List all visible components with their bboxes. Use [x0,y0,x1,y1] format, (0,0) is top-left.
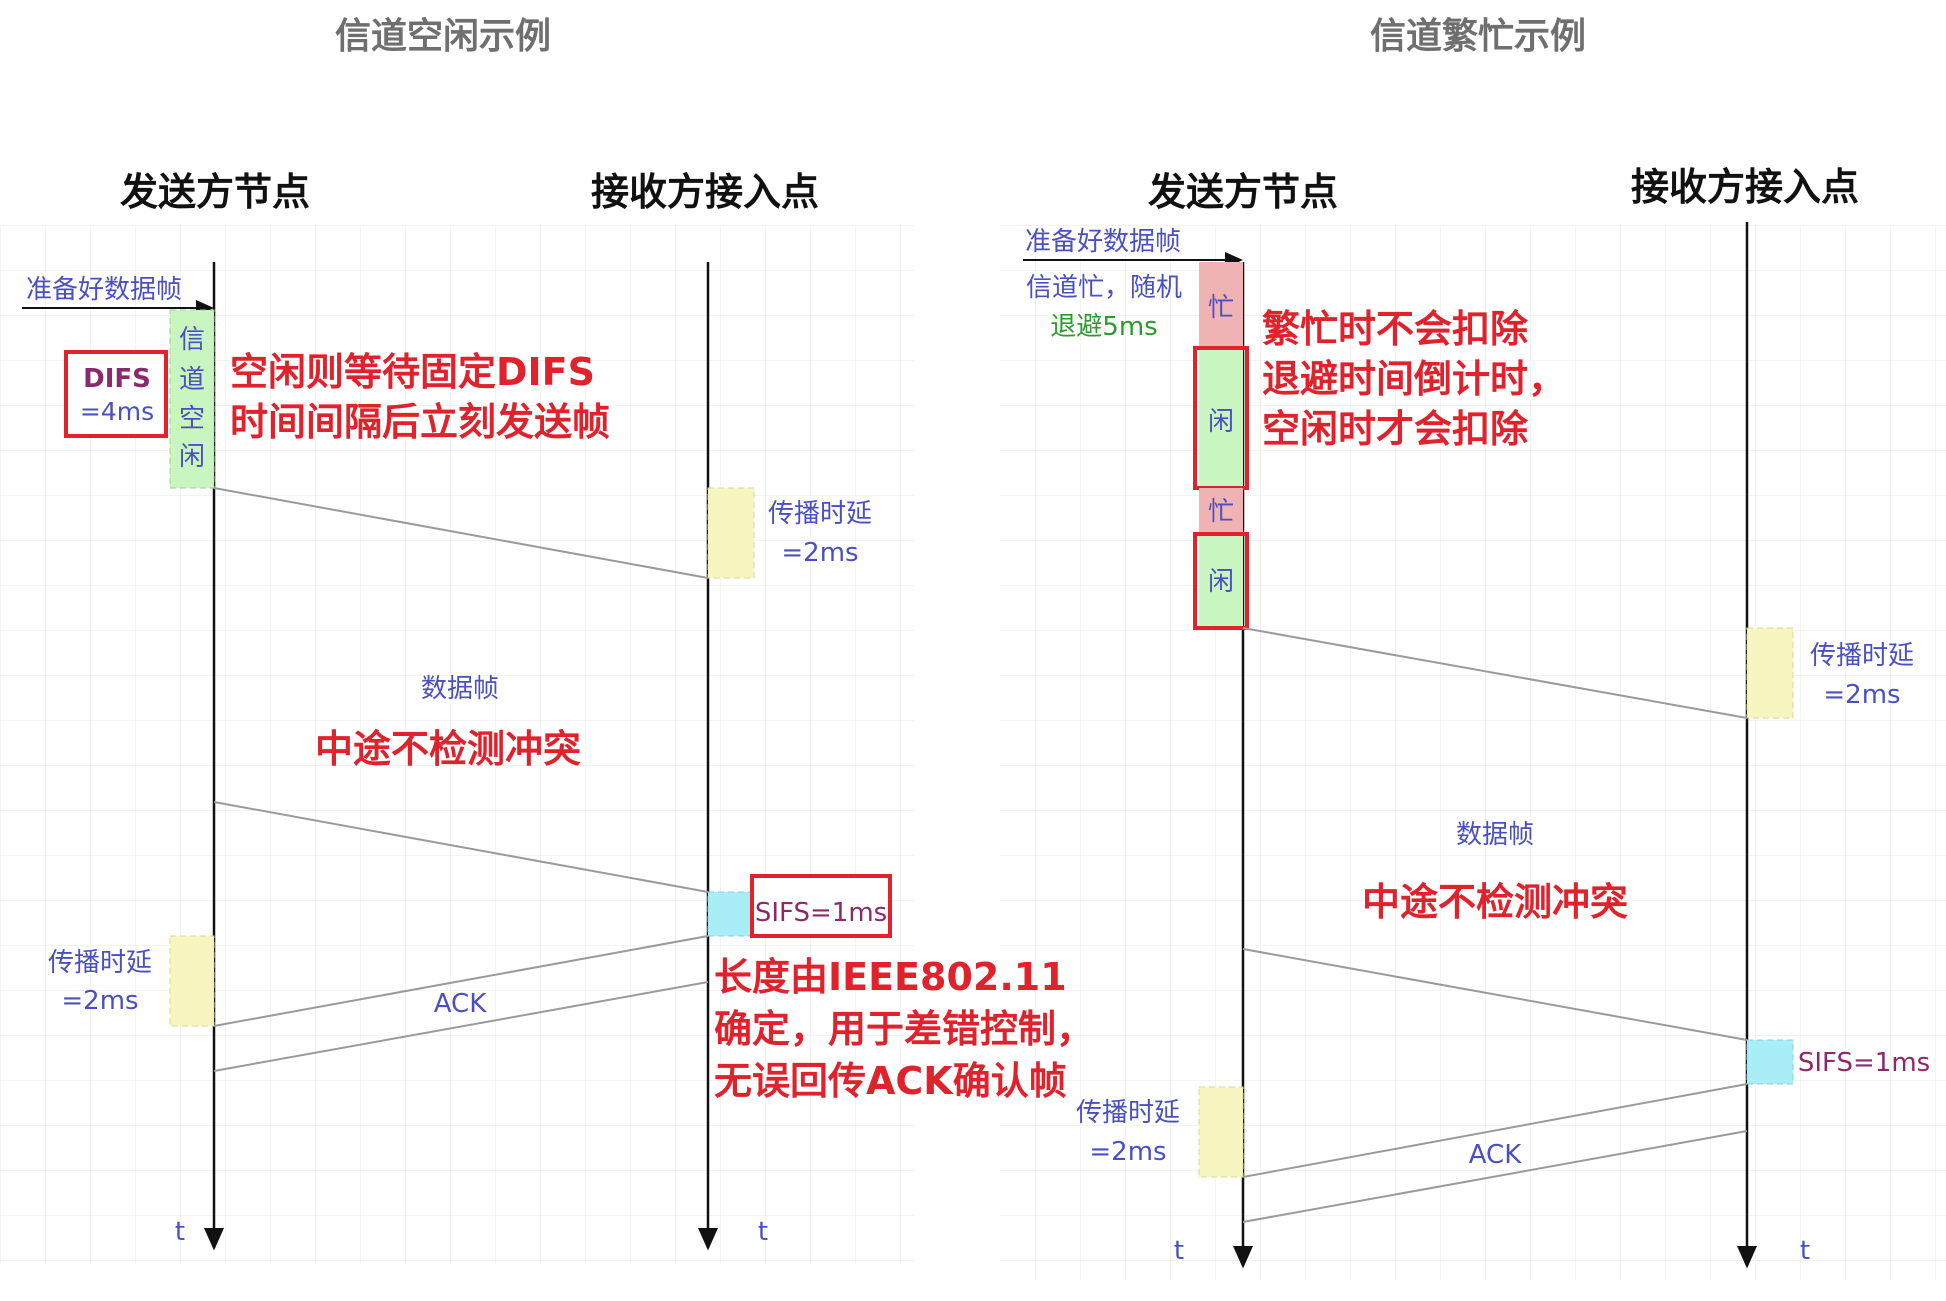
left-idle-box [169,309,215,489]
left-ack-end-line [213,981,709,1072]
state-idle-label-2: 闲 [1208,567,1234,597]
left-idle-char-3: 空 [179,404,205,434]
difs-label: DIFS [83,364,151,394]
left-ack-label: ACK [434,989,487,1019]
left-prop-delay-sender-line-2: =2ms [61,986,138,1016]
state-busy-box-1 [1199,262,1243,346]
left-sender-header: 发送方节点 [120,170,310,214]
left-panel-title: 信道空闲示例 [335,16,551,57]
difs-value: =4ms [80,397,154,426]
busy-note-line-2: 退避时间倒计时， [1262,357,1566,401]
left-prop-delay-sender-box [169,935,215,1027]
right-prop-delay-sender-line-2: =2ms [1089,1137,1166,1167]
left-idle-char-2: 道 [179,365,205,395]
right-receiver-header: 接收方接入点 [1631,165,1859,209]
right-data-frame-end-line [1242,948,1748,1041]
right-prop-delay-receiver-line-1: 传播时延 [1810,641,1914,671]
state-busy-label-2: 忙 [1208,497,1234,527]
left-idle-char-4: 闲 [179,442,205,472]
left-prop-delay-receiver-line-2: =2ms [781,538,858,568]
right-prepare-label: 准备好数据帧 [1025,227,1181,257]
state-idle-label-1: 闲 [1208,407,1234,437]
right-grid [1000,225,1946,1280]
right-prop-delay-receiver-line-2: =2ms [1823,680,1900,710]
left-time-axis-sender: t [175,1217,185,1247]
busy-note-line-3: 空闲时才会扣除 [1262,407,1529,451]
sifs-note-line-3: 无误回传ACK确认帧 [714,1059,1067,1103]
right-panel: 信道繁忙示例 发送方节点 接收方接入点 准备好数据帧 信道忙，随机 退避5ms … [1023,16,1930,1269]
difs-note-line-2: 时间间隔后立刻发送帧 [230,400,610,444]
right-sifs-label: SIFS=1ms [1798,1048,1930,1078]
left-ack-start-line [213,935,709,1027]
state-busy-label-1: 忙 [1208,293,1234,323]
left-prop-delay-receiver-line-1: 传播时延 [768,499,872,529]
right-no-collision-note: 中途不检测冲突 [1362,880,1628,924]
right-ack-end-line [1242,1130,1748,1223]
busy-note-line-1: 繁忙时不会扣除 [1262,307,1529,351]
right-sender-header: 发送方节点 [1148,170,1338,214]
left-idle-char-1: 信 [179,325,205,355]
right-ack-start-line [1242,1083,1748,1178]
right-sifs-box [1746,1039,1794,1085]
right-time-axis-sender: t [1174,1236,1184,1266]
right-prop-delay-sender-box [1198,1086,1244,1178]
difs-highlight-box [64,350,168,438]
right-busy-backoff-text: 信道忙，随机 [1026,273,1182,303]
right-backoff-duration: 退避5ms [1050,312,1157,342]
left-data-frame-end-line [213,801,709,893]
left-prepare-label: 准备好数据帧 [26,275,182,305]
difs-note-line-1: 空闲则等待固定DIFS [230,350,595,394]
right-panel-title: 信道繁忙示例 [1370,16,1586,57]
left-sifs-label: SIFS=1ms [755,898,887,928]
sifs-note-line-1: 长度由IEEE802.11 [714,955,1067,999]
state-idle-box-1 [1199,346,1243,488]
right-data-frame-start-line [1242,627,1748,719]
sifs-highlight-box [750,874,892,938]
idle-highlight-box-2 [1193,532,1249,630]
right-prop-delay-receiver-box [1746,627,1794,719]
left-data-frame-start-line [213,487,709,579]
right-prop-delay-sender-line-1: 传播时延 [1076,1098,1180,1128]
state-busy-box-2 [1199,488,1243,532]
state-idle-box-2 [1199,534,1243,628]
left-time-axis-receiver: t [758,1217,768,1247]
left-prop-delay-receiver-box [707,487,755,579]
left-receiver-header: 接收方接入点 [591,170,819,214]
right-ack-label: ACK [1469,1140,1522,1170]
left-data-frame-label: 数据帧 [421,674,499,704]
left-no-collision-note: 中途不检测冲突 [315,727,581,771]
right-data-frame-label: 数据帧 [1456,820,1534,850]
left-prop-delay-sender-line-1: 传播时延 [48,948,152,978]
right-time-axis-receiver: t [1800,1236,1810,1266]
sifs-note-line-2: 确定，用于差错控制， [714,1007,1094,1051]
left-sifs-box [707,891,755,937]
left-panel: 信道空闲示例 发送方节点 接收方接入点 准备好数据帧 信 道 空 闲 DIFS … [22,16,1094,1251]
